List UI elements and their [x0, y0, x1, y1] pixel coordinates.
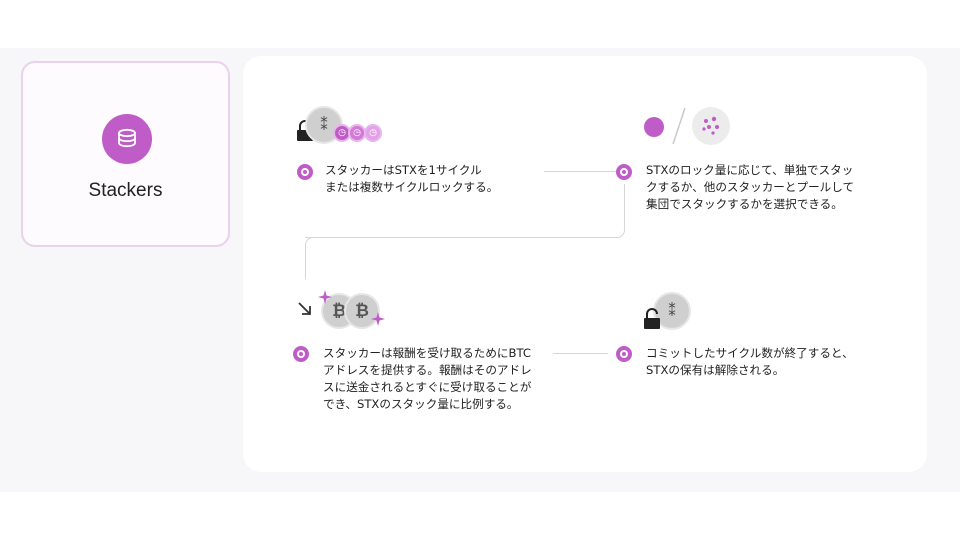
btc-coin-icon: ₿: [344, 293, 380, 329]
cycle-icon: ◷: [364, 124, 382, 142]
sparkle-icon: [371, 312, 385, 326]
step-description: スタッカーは報酬を受け取るためにBTC アドレスを提供する。報酬はそのアドレ ス…: [314, 345, 552, 437]
connector-step1-step2: [544, 171, 616, 172]
pool-icon: [692, 107, 730, 145]
stackers-title: Stackers: [88, 180, 163, 201]
connector-step2-step3: [305, 184, 625, 238]
unlock-icon: [644, 308, 660, 329]
step-text-line: STXの保有は解除される。: [646, 363, 785, 377]
step-text-line: スに送金されるとすぐに受け取ることが: [323, 380, 532, 394]
step-description: STXのロック量に応じて、単独でスタッ クするか、他のスタッカーとプールして 集…: [637, 162, 864, 254]
step-text-line: スタッカーはSTXを1サイクル: [325, 163, 482, 177]
step-marker: [297, 164, 313, 180]
coin-stack-icon: [102, 114, 152, 164]
step-text-line: クするか、他のスタッカーとプールして: [646, 180, 855, 194]
step-marker: [616, 164, 632, 180]
solo-stacker-icon: [644, 117, 664, 137]
step-text-line: または複数サイクルロックする。: [325, 180, 499, 194]
step-text-line: でき、STXのスタック量に比例する。: [323, 397, 519, 411]
divider-slash-icon: [672, 107, 686, 145]
step-description: スタッカーはSTXを1サイクル または複数サイクルロックする。: [316, 162, 544, 196]
step-marker: [616, 346, 632, 362]
connector-step3-step4: [553, 353, 608, 354]
step-marker: [293, 346, 309, 362]
sparkle-icon: [318, 290, 332, 304]
connector-step2-step3-down: [305, 237, 315, 279]
step-text-line: 集団でスタックするかを選択できる。: [646, 197, 843, 211]
step-text-line: コミットしたサイクル数が終了すると、: [646, 346, 854, 360]
step-description: コミットしたサイクル数が終了すると、 STXの保有は解除される。: [637, 345, 875, 379]
step-text-line: STXのロック量に応じて、単独でスタッ: [646, 163, 854, 177]
step-text-line: スタッカーは報酬を受け取るためにBTC: [323, 346, 531, 360]
arrow-down-right-icon: [298, 302, 311, 315]
stackers-card: Stackers: [21, 61, 230, 247]
step-text-line: アドレスを提供する。報酬はそのアドレ: [323, 363, 532, 377]
